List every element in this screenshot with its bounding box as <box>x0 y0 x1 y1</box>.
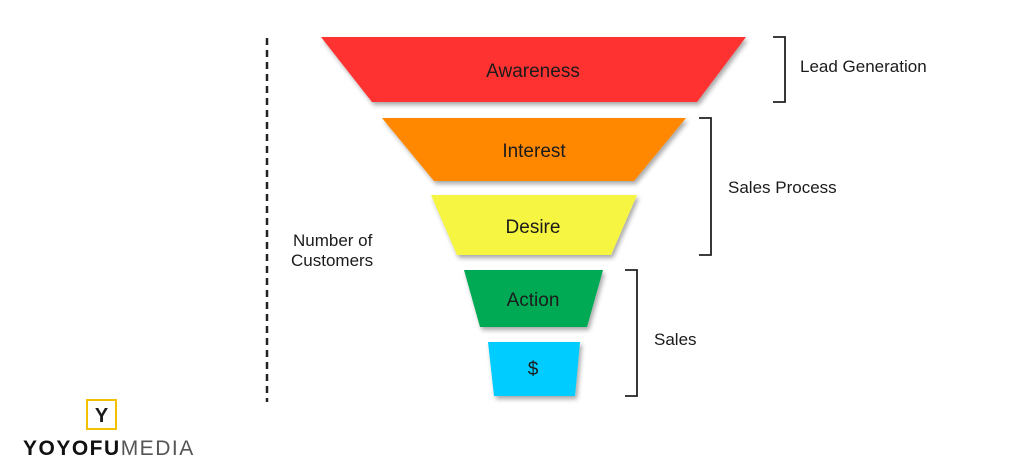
logo-wordmark: YOYOFUMEDIA <box>23 437 195 457</box>
funnel-stage-interest: Interest <box>382 118 686 181</box>
interest-label: Interest <box>502 141 566 162</box>
funnel-stage-awareness: Awareness <box>321 37 746 102</box>
funnel-stage-desire: Desire <box>431 195 637 255</box>
axis-label-line2: Customers <box>291 251 373 270</box>
awareness-label: Awareness <box>486 61 580 82</box>
funnel-stage-action: Action <box>464 270 603 327</box>
funnel-stage-dollar: $ <box>488 342 580 396</box>
lead-generation-bracket <box>773 36 786 103</box>
logo-mark-box <box>86 399 117 430</box>
interest-shape <box>382 118 686 181</box>
logo-mark-letter: Y <box>95 405 109 427</box>
dollar-label: $ <box>528 359 539 380</box>
desire-shape <box>431 195 637 255</box>
action-label: Action <box>507 290 560 311</box>
sales-process-label: Sales Process <box>728 178 837 197</box>
sales-bracket <box>625 269 638 397</box>
dollar-shape <box>488 342 580 396</box>
desire-label: Desire <box>506 217 561 238</box>
action-shape <box>464 270 603 327</box>
sales-label: Sales <box>654 330 697 349</box>
logo-word-light: MEDIA <box>121 437 195 457</box>
axis-label-line1: Number of <box>293 231 373 250</box>
sales-process-bracket <box>699 117 712 256</box>
awareness-shape <box>321 37 746 102</box>
axis-label: Number of Customers <box>291 231 377 270</box>
logo-word-bold: YOYOFU <box>23 437 121 457</box>
yoyofu-media-logo: Y YOYOFUMEDIA <box>23 399 195 457</box>
lead-generation-label: Lead Generation <box>800 57 927 76</box>
